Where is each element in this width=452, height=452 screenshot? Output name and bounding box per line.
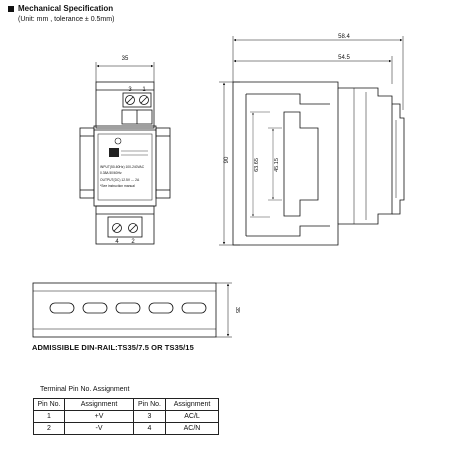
front-width-dim: 35: [122, 56, 129, 62]
table-header-row: Pin No. Assignment Pin No. Assignment: [33, 398, 219, 411]
side-view: [219, 36, 405, 246]
cell-pin: 1: [33, 410, 65, 423]
din-rail-drawing: [32, 282, 232, 338]
label-line-2: 0.38A 50/60Hz: [100, 171, 122, 175]
header-assignment-2: Assignment: [165, 398, 219, 411]
label-line-4: *See instruction manual: [100, 184, 135, 188]
side-view-labels: 58.4 54.5 90 63.65 45.15: [224, 34, 350, 172]
terminal-table-title: Terminal Pin No. Assignment: [40, 386, 130, 393]
pin-1-label: 1: [142, 87, 146, 93]
dim-54-5: 54.5: [338, 55, 350, 61]
table-row: 1 +V 3 AC/L: [33, 410, 219, 423]
header-assignment-1: Assignment: [64, 398, 134, 411]
dim-90: 90: [224, 156, 230, 163]
section-title: Mechanical Specification: [18, 4, 114, 13]
terminal-table: Pin No. Assignment Pin No. Assignment 1 …: [33, 398, 219, 435]
pin-2-label: 2: [131, 239, 135, 245]
label-line-1: INPUT(50-60Hz) 100-240VAC: [100, 165, 145, 169]
section-header: Mechanical Specification: [8, 4, 113, 13]
unit-note: (Unit: mm , tolerance ± 0.5mm): [18, 16, 115, 23]
header-pin-no-1: Pin No.: [33, 398, 65, 411]
cell-assignment: AC/N: [165, 422, 219, 435]
din-rail-caption: ADMISSIBLE DIN-RAIL:TS35/7.5 OR TS35/15: [32, 343, 194, 352]
pin-3-label: 3: [128, 87, 132, 93]
front-view-labels: 35 3 1 4 2 INPUT(50-60Hz) 100-240VAC 0.3…: [100, 56, 146, 245]
cell-assignment: -V: [64, 422, 134, 435]
rail-dim-35: 35: [234, 307, 240, 313]
table-row: 2 -V 4 AC/N: [33, 422, 219, 435]
dim-58-4: 58.4: [338, 34, 350, 40]
cell-assignment: +V: [64, 410, 134, 423]
cell-pin: 2: [33, 422, 65, 435]
cell-assignment: AC/L: [165, 410, 219, 423]
cell-pin: 4: [133, 422, 166, 435]
front-view: [79, 62, 171, 245]
cell-pin: 3: [133, 410, 166, 423]
dim-45-15: 45.15: [274, 158, 280, 172]
header-pin-no-2: Pin No.: [133, 398, 166, 411]
dim-63-65: 63.65: [254, 158, 260, 172]
label-line-3: OUTPUT(DC) 12.5V --- 2A: [100, 178, 140, 182]
square-bullet-icon: [8, 5, 14, 12]
pin-4-label: 4: [115, 239, 119, 245]
